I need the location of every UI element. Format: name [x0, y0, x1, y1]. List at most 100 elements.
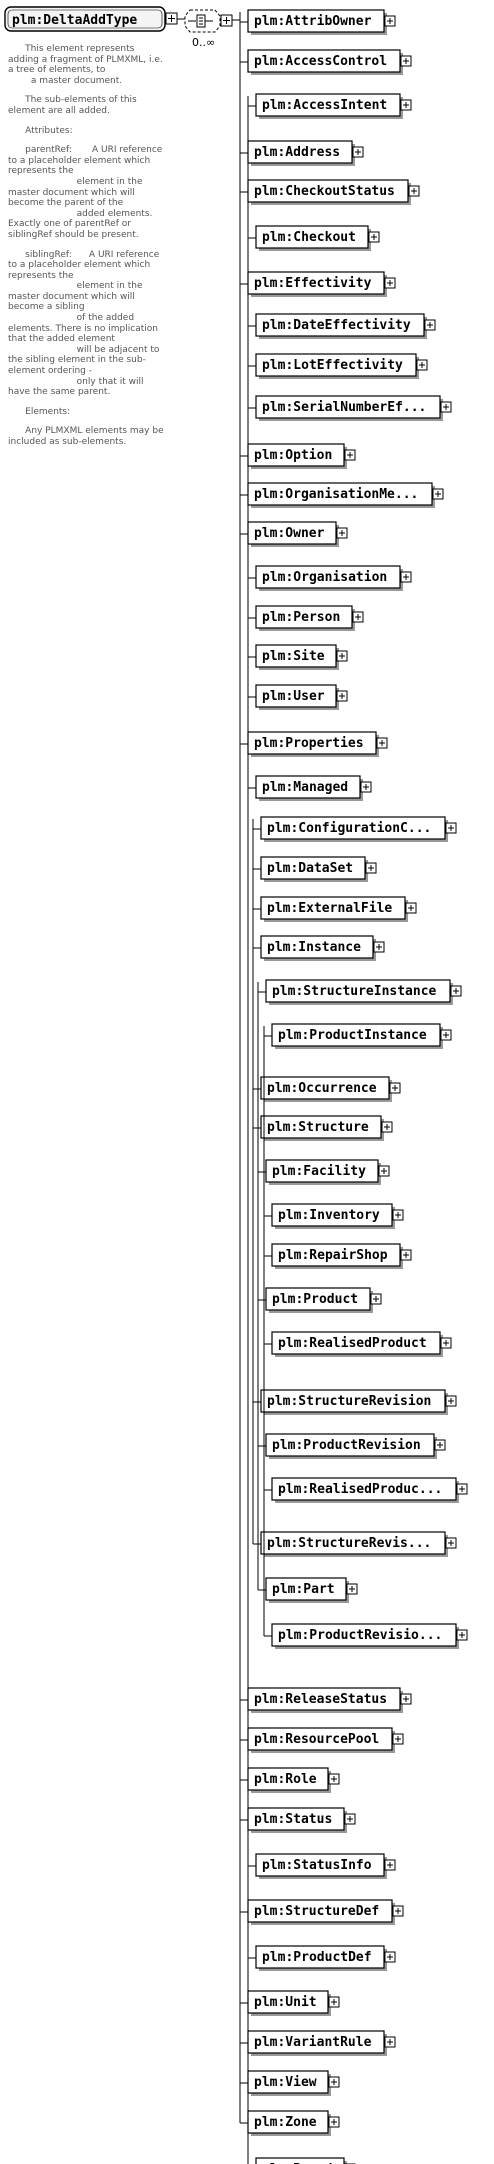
expand-icon[interactable] — [400, 55, 412, 67]
choice-compositor-icon[interactable] — [177, 9, 233, 33]
expand-icon[interactable] — [445, 1537, 457, 1549]
expand-icon[interactable] — [392, 1733, 404, 1745]
expand-icon[interactable] — [336, 690, 348, 702]
element-box[interactable]: plm:Inventory — [271, 1203, 404, 1229]
expand-icon[interactable] — [344, 449, 356, 461]
expand-icon[interactable] — [400, 99, 412, 111]
element-box[interactable]: plm:StatusInfo — [255, 1853, 396, 1879]
expand-icon[interactable] — [440, 1337, 452, 1349]
element-box[interactable]: plm:ConfigurationC... — [260, 816, 457, 842]
expand-icon[interactable] — [336, 527, 348, 539]
element-box[interactable]: plm:VariantRule — [247, 2030, 396, 2056]
element-box[interactable]: plm:AccessIntent — [255, 93, 412, 119]
expand-icon[interactable] — [434, 1439, 446, 1451]
element-box[interactable]: plm:ProductDef — [255, 1945, 396, 1971]
expand-icon[interactable] — [344, 1813, 356, 1825]
element-box[interactable]: plm:Effectivity — [247, 271, 396, 297]
expand-icon[interactable] — [432, 488, 444, 500]
expand-icon[interactable] — [392, 1905, 404, 1917]
expand-icon[interactable] — [336, 650, 348, 662]
expand-icon[interactable] — [352, 611, 364, 623]
root-element-box[interactable]: plm:DeltaAddType — [4, 6, 178, 32]
element-box[interactable]: plm:Checkout — [255, 225, 380, 251]
expand-icon[interactable] — [328, 2076, 340, 2088]
element-box[interactable]: plm:Facility — [265, 1159, 390, 1185]
element-box[interactable]: plm:ProductInstance — [271, 1023, 452, 1049]
element-box[interactable]: plm:View — [247, 2070, 340, 2096]
expand-icon[interactable] — [384, 2036, 396, 2048]
expand-icon[interactable] — [400, 1249, 412, 1261]
expand-icon[interactable] — [405, 902, 417, 914]
expand-icon[interactable] — [360, 781, 372, 793]
element-box[interactable]: plm:RealisedProduc... — [271, 1477, 468, 1503]
element-box[interactable]: plm:Product — [265, 1287, 382, 1313]
element-box[interactable]: plm:StructureRevision — [260, 1389, 457, 1415]
element-box[interactable]: plm:Role — [247, 1767, 340, 1793]
element-box[interactable]: plm:User — [255, 684, 348, 710]
expand-icon[interactable] — [346, 1583, 358, 1595]
expand-icon[interactable] — [328, 1996, 340, 2008]
element-box[interactable]: plm:AccessControl — [247, 49, 412, 75]
element-box[interactable]: plm:DataSet — [260, 856, 377, 882]
expand-icon[interactable] — [445, 822, 457, 834]
element-box[interactable]: plm:Properties — [247, 731, 388, 757]
expand-icon[interactable] — [456, 1629, 468, 1641]
expand-icon[interactable] — [400, 571, 412, 583]
expand-icon[interactable] — [392, 1209, 404, 1221]
element-box[interactable]: plm:ProductRevision — [265, 1433, 446, 1459]
expand-icon[interactable] — [378, 1165, 390, 1177]
expand-icon[interactable] — [408, 185, 420, 197]
element-box[interactable]: plm:LotEffectivity — [255, 353, 428, 379]
element-box[interactable]: plm:Status — [247, 1807, 356, 1833]
element-box[interactable]: plm:Occurrence — [260, 1076, 401, 1102]
element-box[interactable]: plm:ReleaseStatus — [247, 1687, 412, 1713]
element-box[interactable]: plm:ResourcePool — [247, 1727, 404, 1753]
element-box[interactable]: plm:Site — [255, 644, 348, 670]
element-box[interactable]: plm:AttribOwner — [247, 9, 396, 35]
element-box[interactable]: plm:StructureInstance — [265, 979, 462, 1005]
expand-icon[interactable] — [450, 985, 462, 997]
expand-icon[interactable] — [384, 1859, 396, 1871]
element-box[interactable]: plm:Part — [265, 1577, 358, 1603]
element-box[interactable]: plm:ProductRevisio... — [271, 1623, 468, 1649]
element-box[interactable]: plm:SerialNumberEf... — [255, 395, 452, 421]
element-box[interactable]: plm:StructureRevis... — [260, 1531, 457, 1557]
expand-icon[interactable] — [373, 941, 385, 953]
element-box[interactable]: plm:OrganisationMe... — [247, 482, 444, 508]
element-box[interactable]: plm:RealisedProduct — [271, 1331, 452, 1357]
expand-icon[interactable] — [416, 359, 428, 371]
element-box[interactable]: plm:Person — [255, 605, 364, 631]
root-expand-icon[interactable] — [165, 12, 178, 25]
expand-icon[interactable] — [389, 1082, 401, 1094]
element-box[interactable]: plm:Organisation — [255, 565, 412, 591]
expand-icon[interactable] — [384, 15, 396, 27]
expand-icon[interactable] — [370, 1293, 382, 1305]
expand-icon[interactable] — [440, 1029, 452, 1041]
expand-icon[interactable] — [368, 231, 380, 243]
element-box[interactable]: plm:Zone — [247, 2110, 340, 2136]
expand-icon[interactable] — [381, 1121, 393, 1133]
element-box[interactable]: plm:Instance — [260, 935, 385, 961]
element-box[interactable]: plm:CheckoutStatus — [247, 179, 420, 205]
element-box[interactable]: plm:DateEffectivity — [255, 313, 436, 339]
element-box[interactable]: plm:Option — [247, 443, 356, 469]
element-box[interactable]: plm:Structure — [260, 1115, 393, 1141]
element-box[interactable]: plm:RepairShop — [271, 1243, 412, 1269]
expand-icon[interactable] — [352, 146, 364, 158]
expand-icon[interactable] — [376, 737, 388, 749]
element-box[interactable]: plm:Managed — [255, 775, 372, 801]
element-box[interactable]: plm:Address — [247, 140, 364, 166]
expand-icon[interactable] — [365, 862, 377, 874]
element-box[interactable]: plm:Unit — [247, 1990, 340, 2016]
expand-icon[interactable] — [328, 2116, 340, 2128]
expand-icon[interactable] — [440, 401, 452, 413]
expand-icon[interactable] — [384, 277, 396, 289]
element-box[interactable]: plm:Bound — [255, 2157, 356, 2164]
element-box[interactable]: plm:ExternalFile — [260, 896, 417, 922]
expand-icon[interactable] — [445, 1395, 457, 1407]
expand-icon[interactable] — [384, 1951, 396, 1963]
expand-icon[interactable] — [456, 1483, 468, 1495]
expand-icon[interactable] — [328, 1773, 340, 1785]
element-box[interactable]: plm:StructureDef — [247, 1899, 404, 1925]
expand-icon[interactable] — [424, 319, 436, 331]
